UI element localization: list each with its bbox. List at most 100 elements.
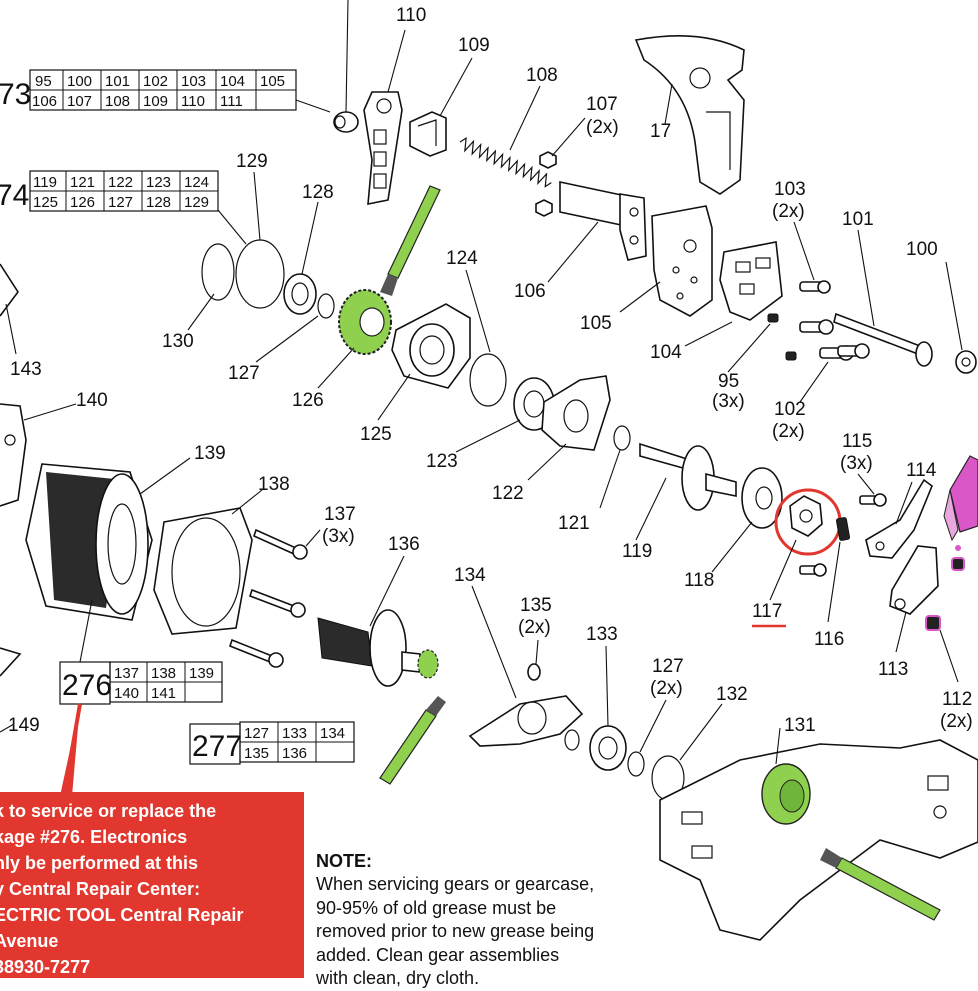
part-109-bracket xyxy=(409,57,473,157)
callout-label: 127 xyxy=(228,363,260,384)
callout-label: 117 xyxy=(752,601,782,622)
callout-labels: 110 109 108 107 (2x) 17 129 128 103 (2x)… xyxy=(8,5,973,736)
svg-text:276: 276 xyxy=(62,669,112,702)
part-118-washer xyxy=(711,467,783,573)
svg-text:110: 110 xyxy=(181,93,205,110)
callout-label: 130 xyxy=(162,331,194,352)
callout-label: 135 xyxy=(520,595,552,616)
note-line: 90-95% of old grease must be xyxy=(316,897,557,918)
callout-label: 119 xyxy=(622,541,652,562)
part-106-slide xyxy=(547,181,647,283)
part-125-housing xyxy=(377,303,471,421)
svg-text:111: 111 xyxy=(220,93,243,110)
part-133-bearing xyxy=(564,645,627,771)
svg-text:126: 126 xyxy=(70,194,95,211)
warning-line: nly be performed at this xyxy=(0,853,199,873)
svg-text:106: 106 xyxy=(32,93,57,110)
svg-text:95: 95 xyxy=(35,73,52,90)
callout-label: 106 xyxy=(514,281,546,302)
part-107-nuts xyxy=(535,117,586,217)
note-line: removed prior to new grease being xyxy=(316,921,595,941)
callout-label: 118 xyxy=(684,570,714,591)
svg-text:136: 136 xyxy=(282,745,307,762)
part-139-stator xyxy=(25,457,191,663)
svg-text:129: 129 xyxy=(184,194,209,211)
part-113-lock xyxy=(889,545,939,653)
svg-text:277: 277 xyxy=(192,730,242,763)
svg-text:137: 137 xyxy=(114,665,139,682)
part-111-pin xyxy=(333,0,359,133)
part-134-plate xyxy=(468,585,584,747)
svg-text:125: 125 xyxy=(33,194,58,211)
note-line: When servicing gears or gearcase, xyxy=(316,874,595,894)
callout-label: 123 xyxy=(426,451,458,472)
note-title: NOTE: xyxy=(316,851,372,871)
callout-label: 103 xyxy=(774,179,806,200)
svg-text:103: 103 xyxy=(181,73,206,90)
part-128-bearing xyxy=(283,201,319,315)
callout-label: 110 xyxy=(396,5,426,26)
callout-label: 95 xyxy=(718,371,739,392)
kit-table-277: 277 127 133 134 135 136 xyxy=(189,721,355,765)
part-126-gear xyxy=(317,289,392,389)
part-114-lever xyxy=(865,478,933,559)
svg-text:109: 109 xyxy=(143,93,168,110)
callout-label: 139 xyxy=(194,443,226,464)
part-141 xyxy=(0,647,22,677)
callout-label: (3x) xyxy=(840,453,873,474)
svg-text:139: 139 xyxy=(189,665,214,682)
callout-label: (3x) xyxy=(712,391,745,412)
part-149 xyxy=(0,723,15,733)
part-117-hexnut xyxy=(752,488,842,628)
part-121-ring xyxy=(599,425,631,509)
part-115-screws xyxy=(799,473,887,577)
callout-label: (2x) xyxy=(518,617,551,638)
callout-label: 149 xyxy=(8,715,40,736)
svg-text:123: 123 xyxy=(146,174,171,191)
note-line: added. Clean gear assemblies xyxy=(316,944,560,965)
threadlock-bottle-icon xyxy=(943,455,978,551)
part-103-screws xyxy=(793,221,831,294)
svg-text:74: 74 xyxy=(0,179,29,212)
callout-label: 128 xyxy=(302,182,334,203)
note-block: NOTE: When servicing gears or gearcase, … xyxy=(316,849,656,991)
note-line: with clean, dry cloth. xyxy=(316,968,480,988)
callout-label: 108 xyxy=(526,65,558,86)
part-100-nut xyxy=(945,261,977,374)
svg-text:107: 107 xyxy=(67,93,92,110)
callout-label: 101 xyxy=(842,209,874,230)
part-140 xyxy=(0,403,77,507)
svg-text:119: 119 xyxy=(33,174,57,191)
warning-line: kage #276. Electronics xyxy=(0,827,188,847)
callout-label: 137 xyxy=(324,504,356,525)
callout-label: (2x) xyxy=(650,678,683,699)
grease-brush-icon xyxy=(820,848,941,921)
svg-text:121: 121 xyxy=(70,174,95,191)
kit-table-274: 74 119 121 122 123 124 125 126 127 128 1… xyxy=(0,170,219,212)
callout-label: (2x) xyxy=(586,117,619,138)
warning-line: y Central Repair Center: xyxy=(0,879,201,899)
callout-label: 131 xyxy=(784,715,816,736)
callout-label: 102 xyxy=(774,399,806,420)
svg-text:127: 127 xyxy=(108,194,133,211)
callout-label: (3x) xyxy=(322,526,355,547)
callout-label: 143 xyxy=(10,359,42,380)
kit-table-276: 276 137 138 139 140 141 xyxy=(59,661,223,705)
warning-box: k to service or replace the kage #276. E… xyxy=(0,792,304,978)
svg-text:105: 105 xyxy=(260,73,285,90)
svg-text:141: 141 xyxy=(151,685,176,702)
callout-label: 126 xyxy=(292,390,324,411)
callout-label: 115 xyxy=(842,431,872,452)
part-95-setscrews xyxy=(727,313,797,373)
part-130-ring xyxy=(187,243,235,331)
part-116-setscrew xyxy=(827,517,851,623)
warning-line: Avenue xyxy=(0,931,59,951)
warning-line: ECTRIC TOOL Central Repair xyxy=(0,905,244,925)
svg-text:122: 122 xyxy=(108,174,133,191)
callout-label: 107 xyxy=(586,94,618,115)
callout-label: 116 xyxy=(814,629,844,650)
callout-label: 133 xyxy=(586,624,618,645)
part-138-baffle xyxy=(153,489,263,635)
warning-line: k to service or replace the xyxy=(0,801,217,821)
callout-label: 105 xyxy=(580,313,612,334)
